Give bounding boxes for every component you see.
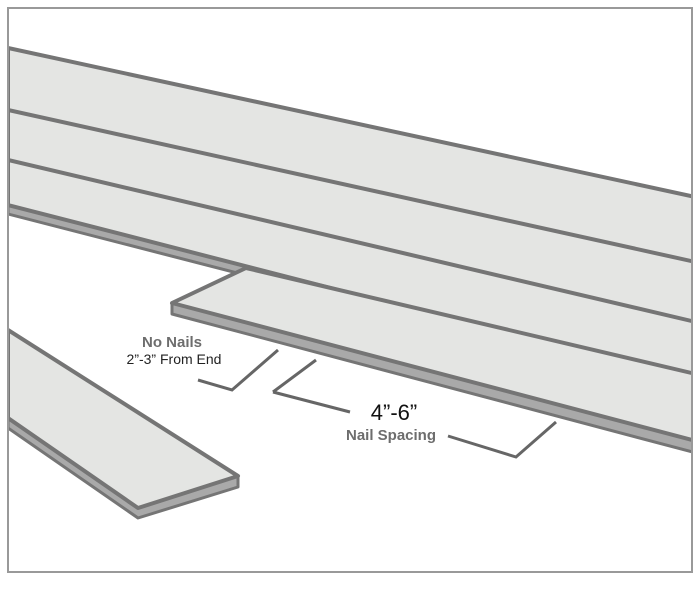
- nailed-board: [170, 266, 691, 454]
- board-seam-1: [9, 108, 691, 264]
- loose-board: [9, 328, 240, 520]
- board-seam-2: [9, 158, 691, 323]
- nail-spacing-bracket: [272, 358, 557, 459]
- nail-spacing-title: Nail Spacing: [346, 427, 436, 444]
- no-nails-title: No Nails: [142, 334, 202, 351]
- nail-spacing-value: 4”-6”: [371, 400, 417, 425]
- no-nails-bracket: [197, 348, 279, 392]
- no-nails-detail: 2”-3” From End: [127, 351, 222, 367]
